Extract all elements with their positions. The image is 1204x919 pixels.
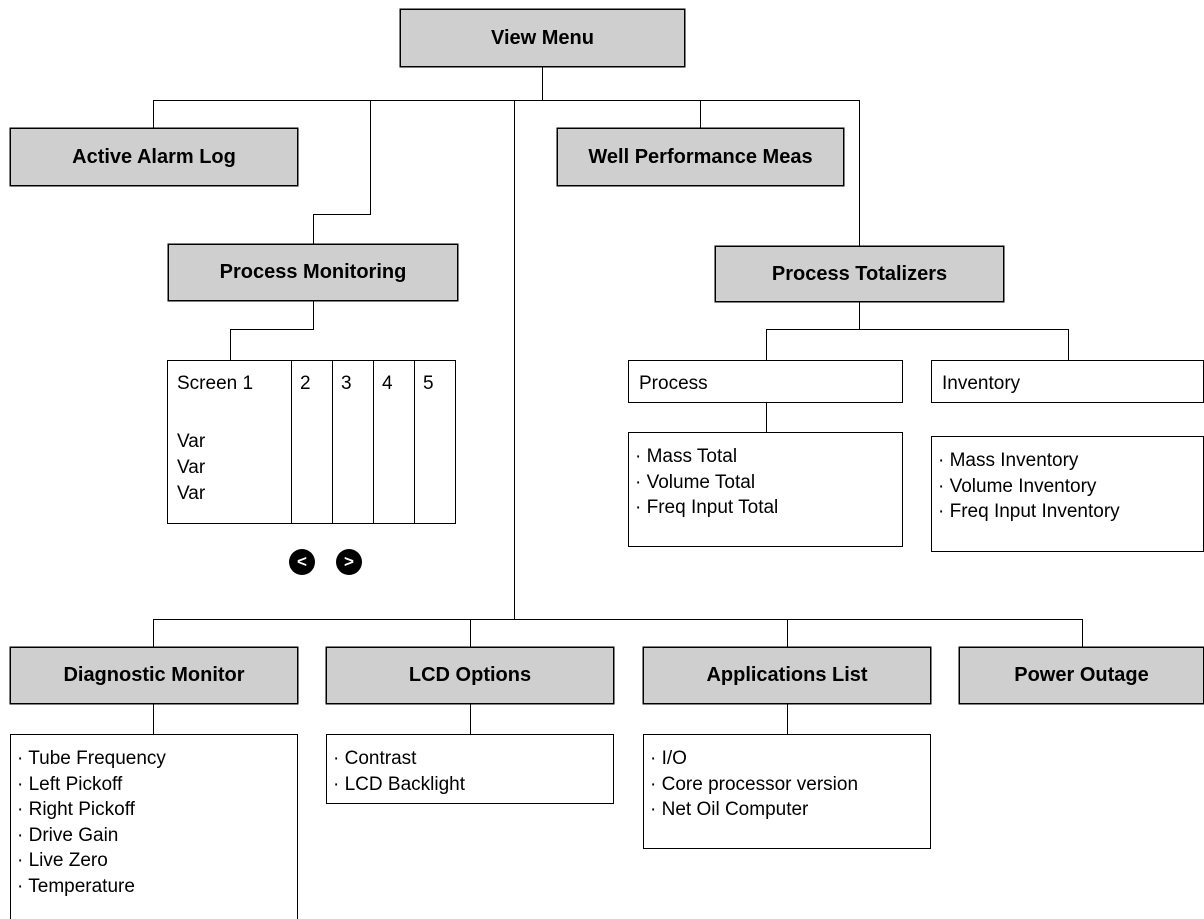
process-total-node[interactable]: Process [628, 360, 903, 403]
process-monitoring-node[interactable]: Process Monitoring [168, 244, 458, 301]
connector-line [153, 619, 154, 647]
list-item: · Volume Total [635, 471, 756, 493]
applications-list-node[interactable]: Applications List [643, 647, 931, 704]
screen-2-label: 2 [300, 373, 311, 394]
lcd-options-list: · Contrast · LCD Backlight [326, 734, 614, 804]
connector-line [1082, 619, 1083, 647]
prev-screen-icon[interactable]: < [289, 549, 315, 575]
connector-line [153, 619, 1083, 620]
applications-list: · I/O · Core processor version · Net Oil… [643, 734, 931, 849]
active-alarm-log-node[interactable]: Active Alarm Log [10, 128, 298, 186]
connector-line [470, 619, 471, 647]
list-item: · Freq Input Inventory [938, 501, 1120, 522]
diagnostic-monitor-list: · Tube Frequency · Left Pickoff · Right … [10, 734, 298, 919]
connector-line [859, 100, 860, 246]
connector-line [230, 329, 231, 360]
screen-5-label: 5 [423, 373, 434, 394]
connector-line [859, 302, 860, 330]
list-item: · Freq Input Total [635, 497, 779, 518]
screen-3-label: 3 [341, 373, 352, 394]
connector-line [153, 100, 860, 101]
connector-line [470, 704, 471, 734]
connector-line [700, 100, 701, 128]
list-item: · Mass Total [635, 446, 738, 467]
list-item: · Live Zero [17, 850, 108, 871]
list-item: · Left Pickoff [17, 773, 123, 795]
power-outage-node[interactable]: Power Outage [959, 647, 1204, 704]
connector-line [542, 66, 543, 101]
screens-panel: Screen 1 Var Var Var 2 3 4 5 [167, 360, 456, 524]
list-item: · Contrast [333, 748, 417, 769]
process-totals-list: · Mass Total · Volume Total · Freq Input… [628, 432, 903, 547]
next-screen-icon[interactable]: > [336, 549, 362, 575]
list-item: · Mass Inventory [938, 450, 1079, 471]
screen-1-label: Screen 1 [177, 373, 254, 394]
list-item: · Volume Inventory [938, 475, 1097, 497]
connector-line [370, 100, 371, 215]
connector-line [1068, 329, 1069, 360]
connector-line [230, 329, 314, 330]
list-item: · I/O [650, 748, 687, 769]
var-label: Var [177, 483, 206, 504]
list-item: · Net Oil Computer [650, 799, 809, 820]
connector-line [766, 329, 1069, 330]
view-menu-node[interactable]: View Menu [400, 9, 685, 67]
process-totalizers-node[interactable]: Process Totalizers [715, 246, 1004, 302]
screen-4-label: 4 [382, 373, 393, 394]
connector-line [313, 300, 314, 330]
screen-4-cell[interactable]: 4 [373, 361, 414, 523]
connector-line [766, 402, 767, 432]
list-item: · Temperature [17, 875, 135, 897]
list-item: · LCD Backlight [333, 773, 465, 795]
inventory-list: · Mass Inventory · Volume Inventory · Fr… [931, 436, 1204, 552]
lcd-options-node[interactable]: LCD Options [326, 647, 614, 704]
screen-3-cell[interactable]: 3 [332, 361, 373, 523]
well-performance-meas-node[interactable]: Well Performance Meas [557, 128, 844, 186]
connector-line [153, 100, 154, 128]
list-item: · Right Pickoff [17, 799, 135, 820]
var-label: Var [177, 431, 206, 452]
connector-line [514, 100, 515, 620]
connector-line [313, 214, 314, 244]
inventory-node[interactable]: Inventory [931, 360, 1204, 403]
diagnostic-monitor-node[interactable]: Diagnostic Monitor [10, 647, 298, 704]
connector-line [787, 704, 788, 734]
var-label: Var [177, 457, 206, 478]
screen-5-cell[interactable]: 5 [414, 361, 457, 523]
list-item: · Tube Frequency [17, 748, 166, 769]
list-item: · Core processor version [650, 773, 859, 795]
connector-line [313, 214, 371, 215]
screen-1-cell[interactable]: Screen 1 Var Var Var [168, 361, 291, 523]
list-item: · Drive Gain [17, 824, 119, 846]
connector-line [153, 704, 154, 734]
connector-line [766, 329, 767, 360]
screen-2-cell[interactable]: 2 [291, 361, 332, 523]
connector-line [787, 619, 788, 647]
